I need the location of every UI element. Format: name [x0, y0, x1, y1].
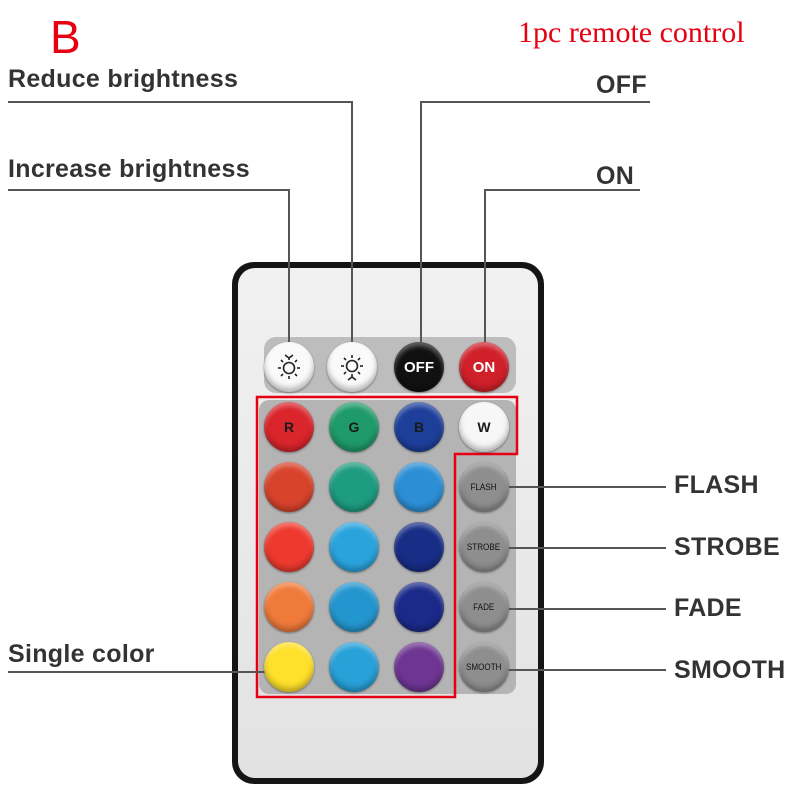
sun-down-icon	[278, 354, 300, 379]
flash-button[interactable]: FLASH	[459, 462, 509, 512]
color-button-cyan[interactable]	[329, 522, 379, 572]
label-smooth: SMOOTH	[674, 656, 786, 684]
label-reduce-brightness: Reduce brightness	[8, 65, 239, 93]
color-button-bright-red[interactable]	[264, 522, 314, 572]
off-button-label: OFF	[404, 358, 434, 376]
red-button-label: R	[283, 419, 295, 435]
color-button-sky[interactable]	[394, 462, 444, 512]
strobe-button-label: STROBE	[467, 542, 501, 552]
brightness-up-button[interactable]	[327, 342, 377, 392]
label-flash: FLASH	[674, 471, 759, 499]
on-button-label: ON	[472, 358, 496, 376]
fade-button[interactable]: FADE	[459, 582, 509, 632]
product-caption: 1pc remote control	[518, 16, 745, 49]
red-button[interactable]: R	[264, 402, 314, 452]
flash-button-label: FLASH	[470, 482, 498, 492]
color-button-yellow[interactable]	[264, 642, 314, 692]
fade-button-label: FADE	[473, 602, 495, 612]
white-button[interactable]: W	[459, 402, 509, 452]
label-strobe: STROBE	[674, 533, 780, 561]
color-button-orange[interactable]	[264, 582, 314, 632]
label-fade: FADE	[674, 594, 742, 622]
smooth-button[interactable]: SMOOTH	[459, 642, 509, 692]
color-button-cyan-2[interactable]	[329, 582, 379, 632]
on-button[interactable]: ON	[459, 342, 509, 392]
variant-letter: B	[50, 11, 81, 63]
label-single-color: Single color	[8, 640, 155, 668]
color-button-purple[interactable]	[394, 642, 444, 692]
blue-button[interactable]: B	[394, 402, 444, 452]
color-button-navy[interactable]	[394, 522, 444, 572]
off-button[interactable]: OFF	[394, 342, 444, 392]
color-button-orange-red[interactable]	[264, 462, 314, 512]
green-button-label: G	[348, 419, 360, 435]
strobe-button[interactable]: STROBE	[459, 522, 509, 572]
green-button[interactable]: G	[329, 402, 379, 452]
brightness-down-button[interactable]	[264, 342, 314, 392]
label-on: ON	[596, 162, 635, 190]
label-increase-brightness: Increase brightness	[8, 155, 250, 183]
color-button-cyan-3[interactable]	[329, 642, 379, 692]
color-button-dark-blue[interactable]	[394, 582, 444, 632]
sun-up-icon	[341, 355, 363, 381]
color-button-teal[interactable]	[329, 462, 379, 512]
label-off: OFF	[596, 71, 647, 99]
white-button-label: W	[477, 419, 491, 435]
blue-button-label: B	[413, 419, 425, 435]
smooth-button-label: SMOOTH	[466, 662, 502, 672]
